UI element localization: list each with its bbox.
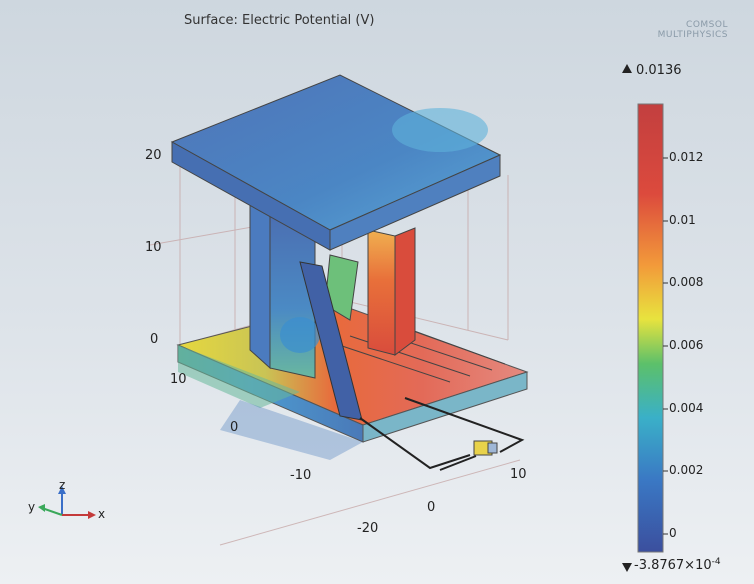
- colorbar-gradient: [637, 103, 664, 553]
- axis-triad: [38, 486, 96, 519]
- colorbar-min-label: -3.8767×10-4: [634, 557, 721, 574]
- triad-z-label: z: [59, 478, 66, 492]
- x-axis-tick: 0: [427, 500, 436, 515]
- colorbar-max-label: 0.0136: [636, 63, 682, 78]
- comsol-logo: COMSOL MULTIPHYSICS: [657, 20, 728, 40]
- z-axis-tick: 10: [145, 240, 162, 255]
- colorbar-tick-label: 0.008: [669, 275, 704, 289]
- plot-title: Surface: Electric Potential (V): [184, 13, 375, 28]
- triad-y-label: y: [28, 500, 36, 514]
- load-resistor-icon: [473, 440, 498, 456]
- colorbar-tick-marks: [663, 157, 668, 535]
- y-axis-tick: 10: [170, 372, 187, 387]
- external-circuit: [359, 397, 525, 471]
- x-axis-tick: -20: [357, 521, 379, 536]
- max-marker-icon: [622, 64, 632, 73]
- colorbar-tick-label: 0.004: [669, 401, 704, 415]
- x-axis-tick: 10: [510, 467, 527, 482]
- colorbar-tick-label: 0.002: [669, 463, 704, 477]
- triad-x-label: x: [98, 507, 106, 521]
- colorbar-tick-label: 0.012: [669, 150, 704, 164]
- colorbar-tick-label: 0: [669, 526, 677, 540]
- min-marker-icon: [622, 563, 632, 572]
- colorbar-tick-label: 0.01: [669, 213, 696, 227]
- y-axis-tick: 0: [230, 420, 239, 435]
- pillar-right: [367, 227, 416, 356]
- z-axis-tick: 20: [145, 148, 162, 163]
- z-axis-tick: 0: [150, 332, 159, 347]
- colorbar-tick-label: 0.006: [669, 338, 704, 352]
- top-plate: [170, 74, 502, 251]
- y-axis-tick: -10: [290, 468, 312, 483]
